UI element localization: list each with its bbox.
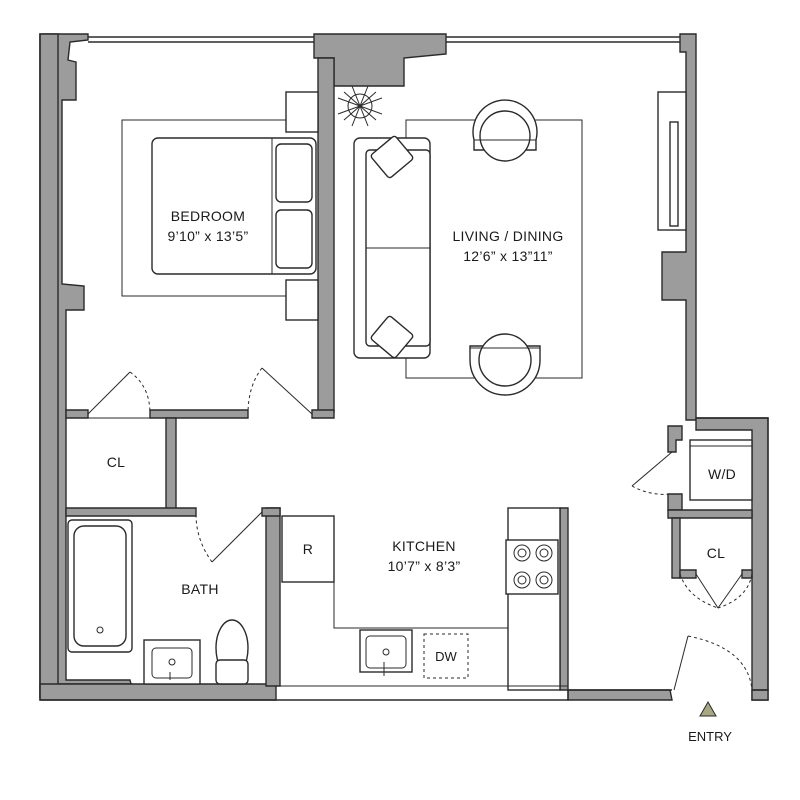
- refrigerator: [281, 515, 335, 583]
- bath-right-wall: [265, 507, 281, 687]
- entry-door: [673, 635, 689, 691]
- bedroom-door: [261, 367, 313, 415]
- living-dims: 12’6” x 13”11”: [463, 248, 553, 264]
- bath-name: BATH: [181, 581, 219, 597]
- laundry-door: [631, 451, 673, 487]
- pillow-bottom: [275, 209, 313, 269]
- wall-bottom: [39, 683, 277, 701]
- closet-entry-name: CL: [707, 545, 726, 561]
- bedroom-dims: 9’10” x 13’5”: [168, 228, 249, 244]
- kitchen-counter: [333, 582, 509, 629]
- doors: [87, 367, 753, 691]
- entry-arrow-icon: [699, 700, 717, 717]
- bedroom-living-wall: [317, 57, 335, 413]
- bedroom-furniture: [121, 91, 319, 321]
- stove-burners: [513, 544, 553, 589]
- wall-right: [661, 33, 697, 421]
- bedroom-rug: [121, 119, 319, 297]
- dishwasher-label: DW: [435, 649, 457, 664]
- chair-bottom: [469, 333, 541, 396]
- laundry-name: W/D: [708, 466, 736, 482]
- entry-closet-door-left: [695, 573, 719, 609]
- kitchen-name: KITCHEN: [392, 538, 456, 554]
- kitchen-dims: 10’7” x 8’3”: [388, 558, 461, 574]
- range: [505, 539, 559, 595]
- laundry-wall-left: [667, 425, 683, 453]
- sofa-cushion-top: [370, 135, 414, 179]
- laundry: [689, 439, 753, 501]
- dishwasher: [423, 633, 469, 679]
- pillow-top: [275, 143, 313, 203]
- toilet: [215, 619, 249, 685]
- bath-fixtures: [67, 519, 249, 685]
- washer-dryer: [689, 439, 753, 501]
- counter-right: [507, 507, 561, 691]
- plant-icon: [337, 85, 383, 127]
- bed: [151, 137, 317, 275]
- bath-door: [211, 511, 263, 563]
- entry-closet-door-right: [717, 573, 743, 609]
- sofa-cushion-bottom: [370, 315, 414, 359]
- entry-label: ENTRY: [688, 729, 732, 744]
- closet-wall: [165, 417, 177, 511]
- refrigerator-label: R: [303, 541, 313, 557]
- closet-entry-walls: [671, 517, 681, 579]
- chair-top: [472, 99, 538, 162]
- living-furniture: [337, 85, 687, 396]
- bedroom-bottom-wall-left: [65, 409, 89, 419]
- nightstand-bottom: [285, 279, 319, 321]
- interior-walls: [65, 57, 753, 691]
- bath-top-wall: [65, 507, 197, 517]
- room-labels: BEDROOM 9’10” x 13’5” LIVING / DINING 12…: [107, 208, 736, 744]
- kitchen-sink: [359, 629, 413, 673]
- bedroom-name: BEDROOM: [171, 208, 245, 224]
- nightstand-top: [285, 91, 319, 133]
- closet-bedroom-name: CL: [107, 454, 126, 470]
- living-name: LIVING / DINING: [452, 228, 563, 244]
- kitchen-fixtures: [280, 507, 568, 691]
- wall-left: [39, 33, 133, 699]
- bedroom-closet-door: [87, 371, 131, 415]
